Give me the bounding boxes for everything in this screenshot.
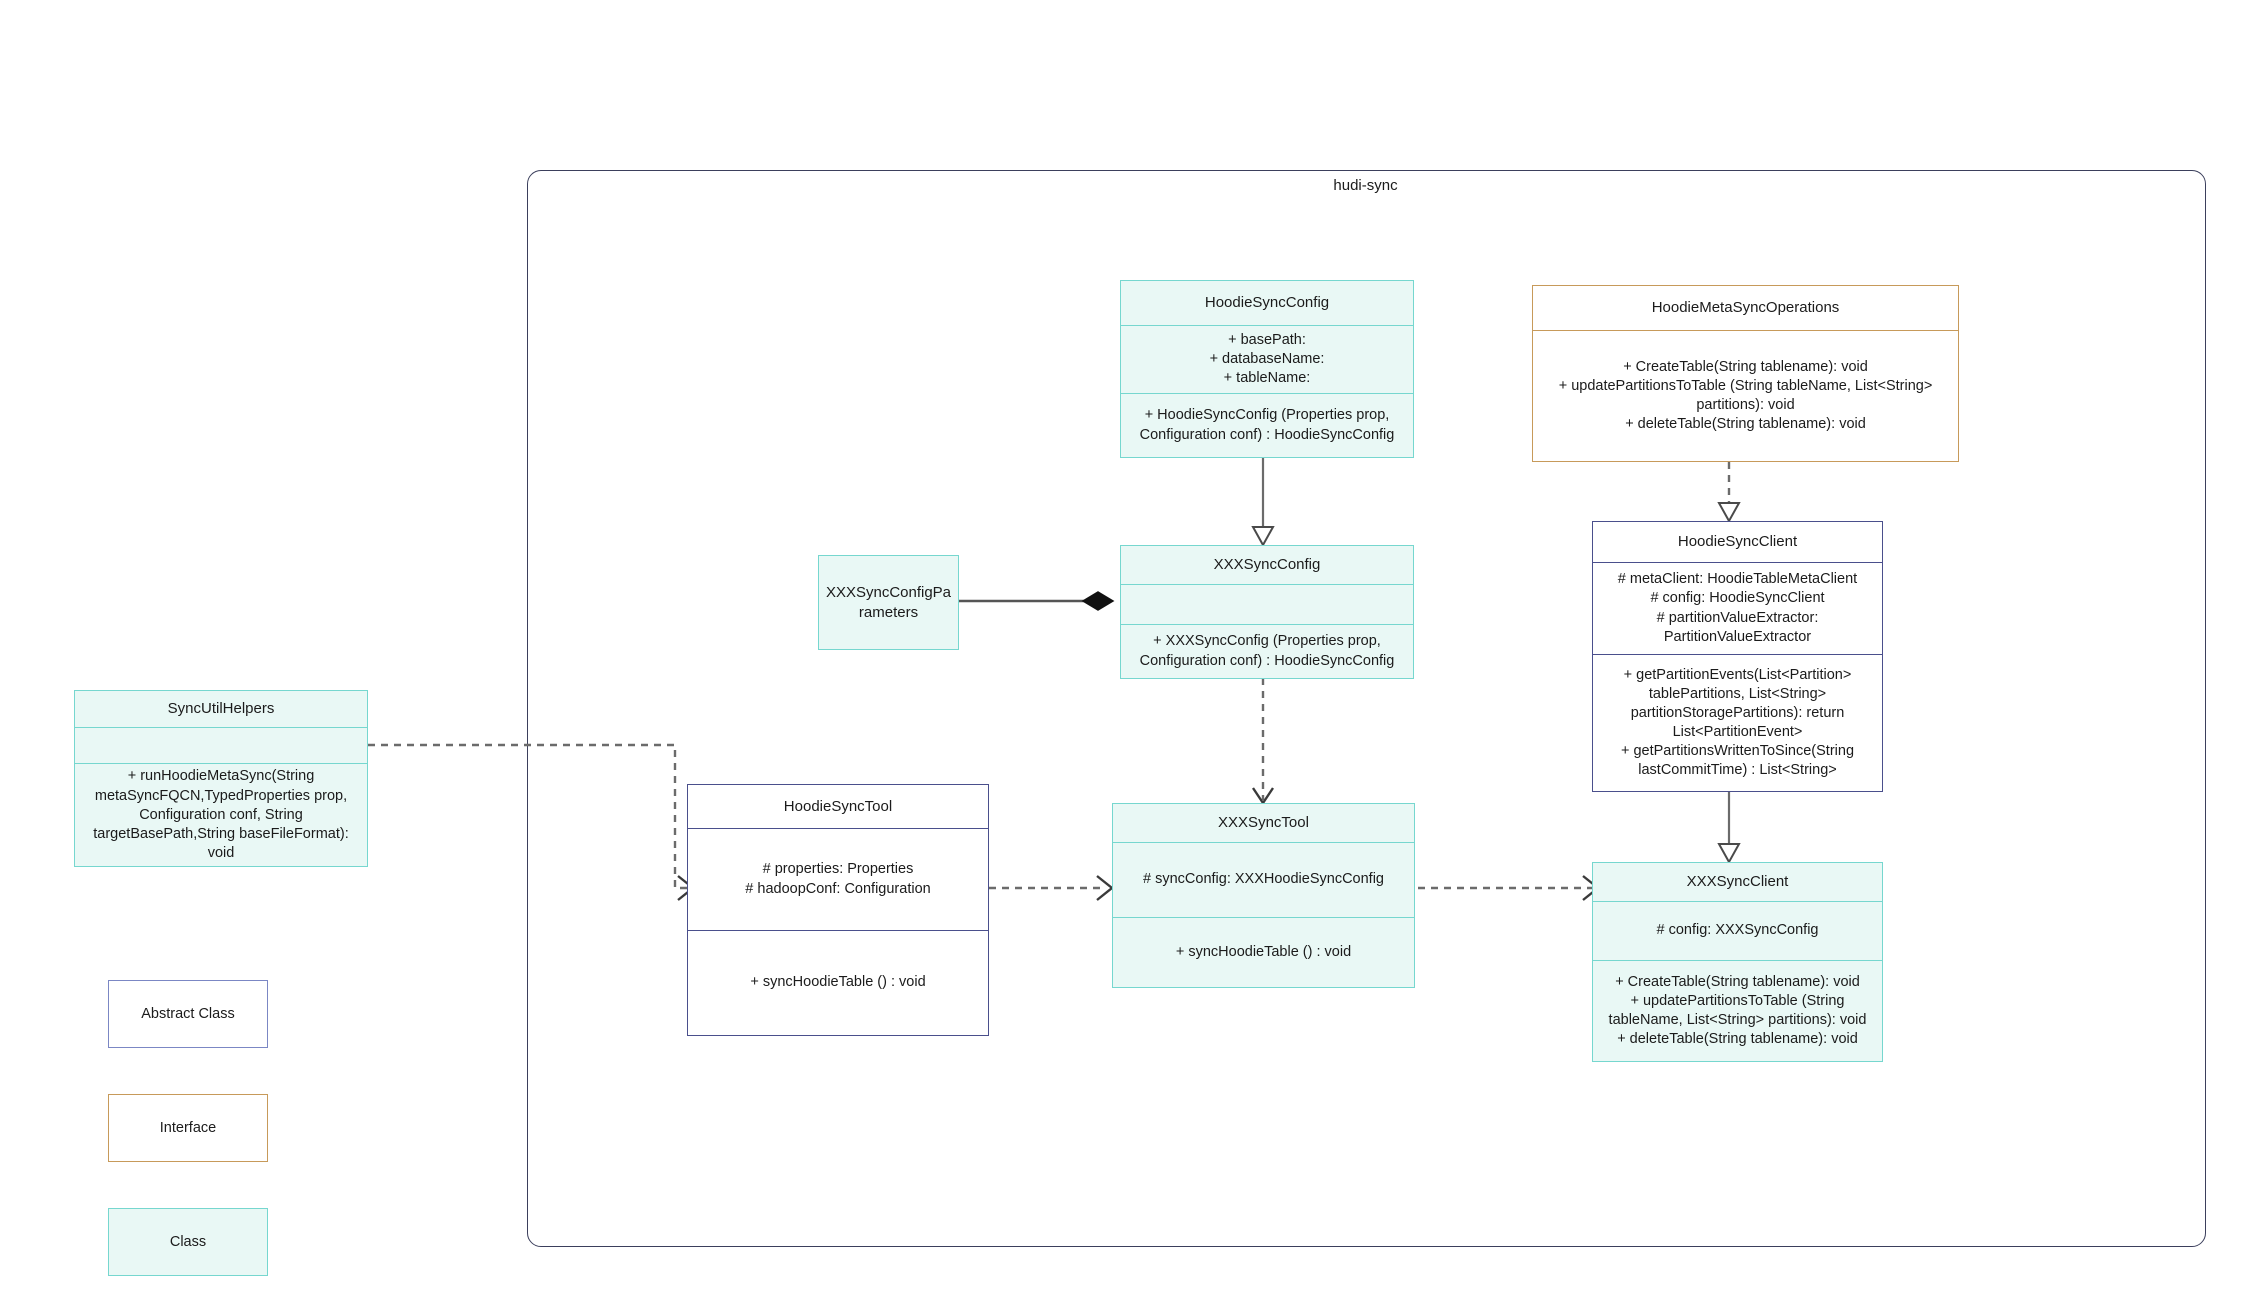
class-attributes [1121,584,1413,624]
class-attributes: # properties: Properties # hadoopConf: C… [688,828,988,930]
package-hudi-sync [527,170,2206,1247]
interface-box-hoodie-meta-sync-operations[interactable]: HoodieMetaSyncOperations + CreateTable(S… [1532,285,1959,462]
class-operations: + syncHoodieTable () : void [688,930,988,1035]
class-operations: + XXXSyncConfig (Properties prop, Config… [1121,624,1413,678]
class-title: HoodieSyncConfig [1204,294,1330,312]
class-operations: + runHoodieMetaSync(String metaSyncFQCN,… [75,763,367,866]
class-attributes [75,727,367,763]
class-box-xxx-sync-config[interactable]: XXXSyncConfig + XXXSyncConfig (Propertie… [1120,545,1414,679]
class-title: XXXSyncConfigParameters [825,583,952,621]
class-title: HoodieSyncTool [783,797,893,815]
class-attributes: + basePath: + databaseName: + tableName: [1121,325,1413,393]
class-attributes: # config: XXXSyncConfig [1593,901,1882,960]
class-operations: + CreateTable(String tablename): void + … [1593,960,1882,1061]
legend-label: Interface [159,1120,217,1136]
interface-operations: + CreateTable(String tablename): void + … [1533,330,1958,461]
class-attributes: # syncConfig: XXXHoodieSyncConfig [1113,842,1414,917]
class-title: XXXSyncTool [1218,814,1309,832]
legend-item-abstract-class: Abstract Class [108,980,268,1048]
class-operations: + getPartitionEvents(List<Partition> tab… [1593,654,1882,791]
class-box-sync-util-helpers[interactable]: SyncUtilHelpers + runHoodieMetaSync(Stri… [74,690,368,867]
class-title: XXXSyncConfig [1213,556,1321,574]
class-operations: + HoodieSyncConfig (Properties prop, Con… [1121,393,1413,457]
package-title: hudi-sync [1333,177,1398,194]
interface-title: HoodieMetaSyncOperations [1651,299,1840,317]
class-box-xxx-sync-config-parameters[interactable]: XXXSyncConfigParameters [818,555,959,650]
class-box-hoodie-sync-config[interactable]: HoodieSyncConfig + basePath: + databaseN… [1120,280,1414,458]
class-attributes: # metaClient: HoodieTableMetaClient # co… [1593,562,1882,654]
class-box-xxx-sync-tool[interactable]: XXXSyncTool # syncConfig: XXXHoodieSyncC… [1112,803,1415,988]
class-operations: + syncHoodieTable () : void [1113,917,1414,987]
class-title: SyncUtilHelpers [167,700,275,718]
legend-label: Class [169,1234,207,1250]
abstract-class-box-hoodie-sync-client[interactable]: HoodieSyncClient # metaClient: HoodieTab… [1592,521,1883,792]
abstract-class-box-hoodie-sync-tool[interactable]: HoodieSyncTool # properties: Properties … [687,784,989,1036]
class-title: HoodieSyncClient [1677,533,1798,551]
legend-item-class: Class [108,1208,268,1276]
legend-label: Abstract Class [141,1006,235,1022]
class-title: XXXSyncClient [1686,873,1789,891]
legend-item-interface: Interface [108,1094,268,1162]
class-box-xxx-sync-client[interactable]: XXXSyncClient # config: XXXSyncConfig + … [1592,862,1883,1062]
